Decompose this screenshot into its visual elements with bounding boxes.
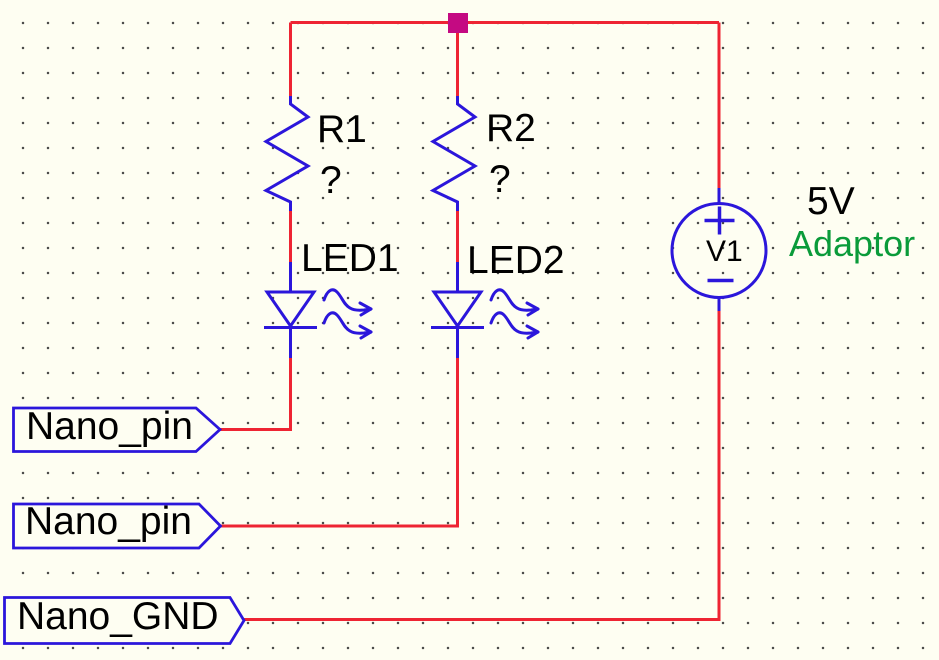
led2-symbol[interactable] <box>431 262 540 358</box>
r1-designator-label[interactable]: R1 <box>317 108 367 151</box>
v1-designator-label[interactable]: V1 <box>706 235 743 268</box>
net-label-nano-gnd: Nano_GND <box>17 595 219 638</box>
net-label-nano-pin-2: Nano_pin <box>25 500 192 543</box>
diode-triangle <box>431 290 484 329</box>
emission-arrow-icon <box>322 288 373 317</box>
emission-arrow-icon <box>489 288 540 317</box>
r2-designator-label[interactable]: R2 <box>486 107 536 150</box>
r1-value-label[interactable]: ? <box>320 159 342 202</box>
net-flag-shape <box>3 596 246 645</box>
v1-value-label[interactable]: 5V <box>807 180 855 223</box>
junction-square-icon <box>448 13 468 33</box>
plus-icon <box>704 206 735 235</box>
net-flag-nano-pin-2[interactable] <box>12 502 223 550</box>
voltage-source-v1-symbol[interactable] <box>670 188 768 311</box>
net-flag-shape <box>12 406 223 453</box>
net-label-nano-pin-1: Nano_pin <box>26 405 193 448</box>
resistor-zigzag <box>262 96 311 211</box>
resistor-r2-symbol[interactable] <box>429 96 478 211</box>
wire-v1-to-nano-gnd[interactable] <box>244 311 721 621</box>
resistor-r1-symbol[interactable] <box>262 96 311 211</box>
led2-designator-label[interactable]: LED2 <box>467 239 565 282</box>
wire-led2-to-nano-pin[interactable] <box>220 358 459 528</box>
emission-arrow-icon <box>489 311 540 340</box>
net-flag-shape <box>12 502 223 550</box>
wire-led1-to-nano-pin[interactable] <box>220 358 292 431</box>
emission-arrow-icon <box>322 311 373 340</box>
net-flag-nano-gnd[interactable] <box>3 596 246 645</box>
v1-note-label[interactable]: Adaptor <box>789 223 916 264</box>
r2-value-label[interactable]: ? <box>489 158 511 201</box>
led1-designator-label[interactable]: LED1 <box>301 237 399 280</box>
net-flag-nano-pin-1[interactable] <box>12 406 223 453</box>
resistor-zigzag <box>429 96 478 211</box>
led1-symbol[interactable] <box>264 262 373 358</box>
diode-triangle <box>264 290 317 329</box>
